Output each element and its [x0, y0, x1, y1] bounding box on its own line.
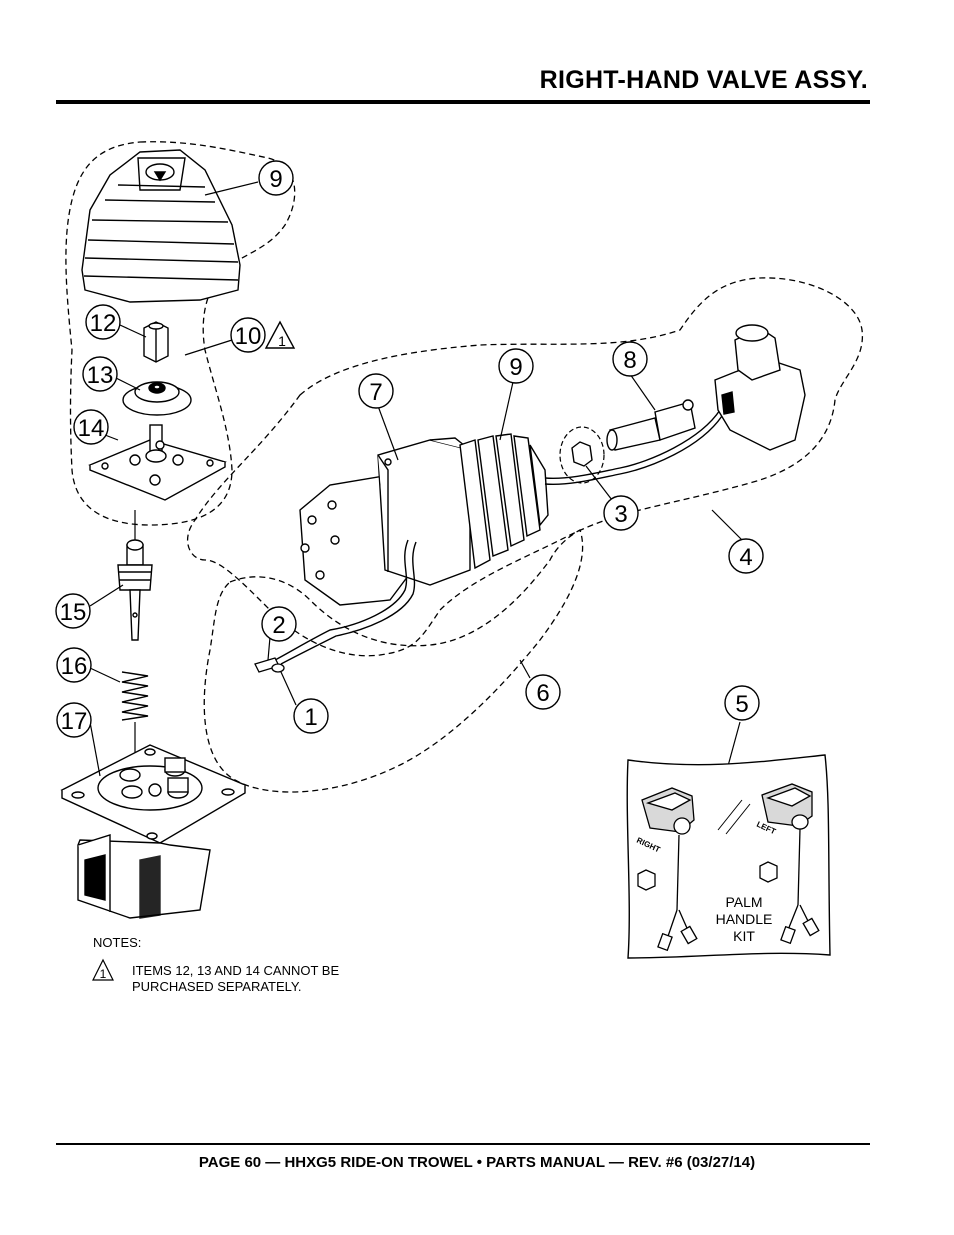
- callout-8: 8: [612, 341, 648, 377]
- callout-4: 4: [728, 538, 764, 574]
- switch-8-part: [606, 399, 696, 451]
- callout-2: 2: [261, 606, 297, 642]
- callout-16: 16: [56, 647, 92, 683]
- note-text: ITEMS 12, 13 AND 14 CANNOT BE PURCHASED …: [132, 963, 340, 994]
- svg-text:10: 10: [235, 323, 262, 350]
- callouts: 9 12 10 1 13 14 15 16 17 7 9 8 3 4 2 6 1…: [55, 160, 764, 738]
- notes-heading: NOTES:: [93, 935, 142, 950]
- palm-handle-kit-label: PALM HANDLE KIT: [715, 894, 773, 944]
- svg-text:1: 1: [304, 704, 317, 731]
- palm-handle-part: [714, 324, 806, 451]
- svg-text:14: 14: [78, 415, 105, 442]
- valve-group-boundary: [186, 277, 864, 657]
- svg-text:5: 5: [735, 691, 748, 718]
- note-marker-triangle: 1: [92, 958, 114, 981]
- callout-14: 14: [73, 409, 109, 445]
- svg-text:7: 7: [369, 379, 382, 406]
- lower-group-boundary: [203, 529, 584, 793]
- callout-15: 15: [55, 593, 91, 629]
- callout-17: 17: [56, 702, 92, 738]
- svg-text:17: 17: [61, 708, 88, 735]
- footer-rule: [56, 1143, 870, 1145]
- callout-5: 5: [724, 685, 760, 721]
- svg-text:1: 1: [100, 967, 107, 981]
- valve-bellows-part: [459, 433, 549, 570]
- boot-group-boundary: [65, 141, 296, 526]
- svg-text:16: 16: [61, 653, 88, 680]
- svg-text:1: 1: [278, 333, 286, 349]
- page-title: RIGHT-HAND VALVE ASSY.: [539, 66, 868, 94]
- svg-text:9: 9: [269, 166, 282, 193]
- svg-text:13: 13: [87, 362, 114, 389]
- svg-text:12: 12: [90, 310, 117, 337]
- header-rule: [56, 100, 870, 104]
- callout-9-bellows: 9: [498, 348, 534, 384]
- valve-cable: [544, 409, 721, 480]
- svg-text:3: 3: [614, 501, 627, 528]
- connector-2-part: [254, 657, 285, 673]
- callout-7: 7: [358, 373, 394, 409]
- callout-10: 10: [230, 317, 266, 353]
- callout-12: 12: [85, 304, 121, 340]
- callout-10-note-triangle: 1: [264, 320, 296, 349]
- svg-text:2: 2: [272, 612, 285, 639]
- callout-9-boot: 9: [258, 160, 294, 196]
- right-palm-handle: [637, 787, 698, 952]
- svg-text:4: 4: [739, 544, 752, 571]
- valve-body-part: [299, 437, 471, 606]
- callout-6: 6: [525, 674, 561, 710]
- nut-3-part: [571, 441, 593, 467]
- left-palm-handle: [759, 783, 820, 945]
- callout-1: 1: [293, 698, 329, 734]
- boot-part: [81, 149, 241, 303]
- spring-16-part: [121, 671, 149, 721]
- svg-text:6: 6: [536, 680, 549, 707]
- nut-boundary: [559, 426, 605, 484]
- plate-14-part: [88, 424, 227, 501]
- page-footer: PAGE 60 — HHXG5 RIDE-ON TROWEL • PARTS M…: [198, 1154, 756, 1171]
- lower-cable: [274, 539, 409, 661]
- plunger-15-part: [117, 539, 153, 641]
- svg-text:15: 15: [60, 599, 87, 626]
- callout-3: 3: [603, 495, 639, 531]
- callout-13: 13: [82, 356, 118, 392]
- body-17-part: [60, 744, 247, 919]
- nut-12-part: [143, 321, 169, 363]
- seal-13-part: [122, 381, 192, 416]
- svg-text:8: 8: [623, 347, 636, 374]
- svg-text:9: 9: [509, 354, 522, 381]
